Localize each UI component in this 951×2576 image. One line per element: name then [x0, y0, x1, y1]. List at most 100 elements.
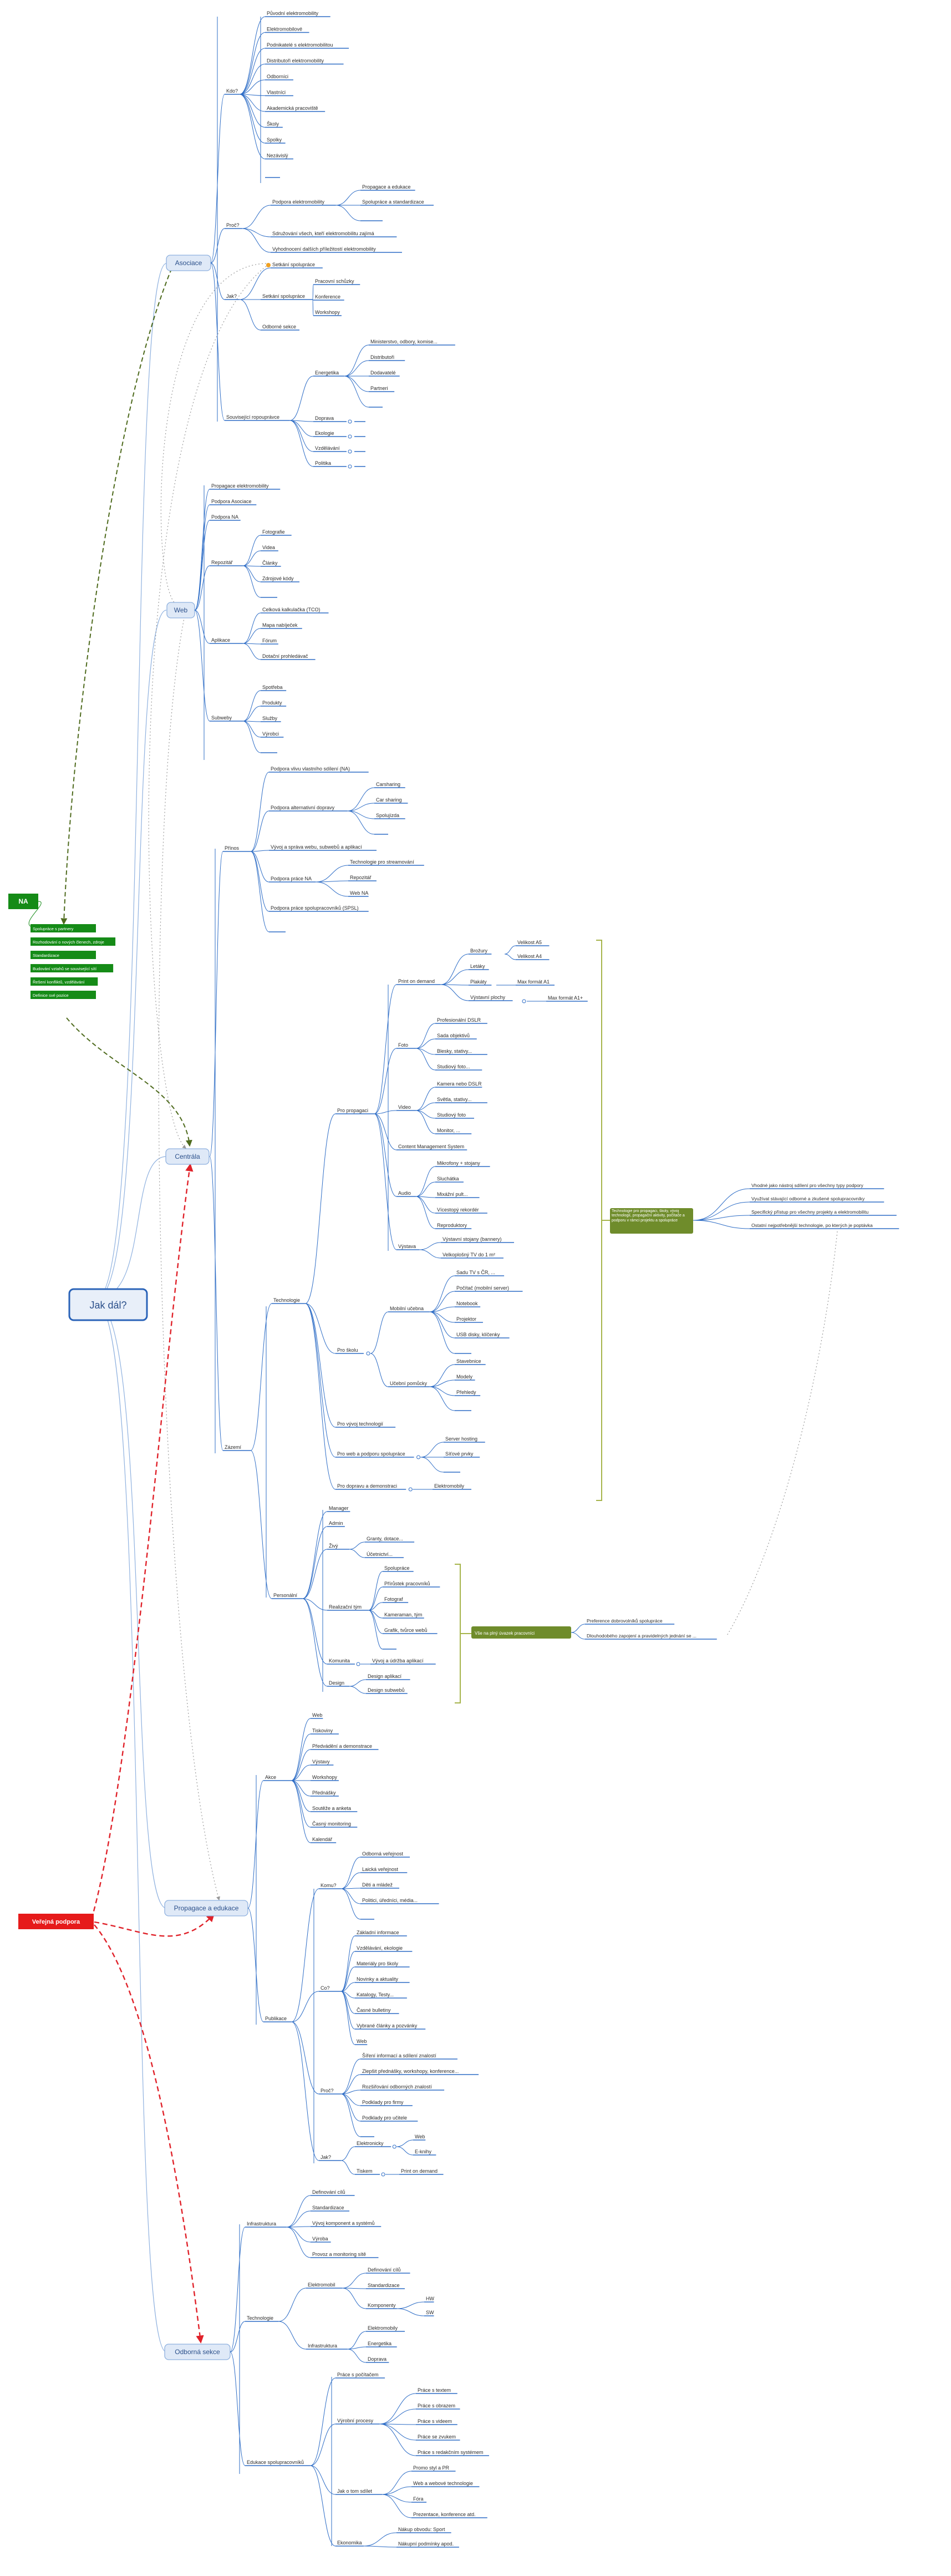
node-plakaty[interactable]: Plakáty: [470, 979, 487, 985]
node-admin[interactable]: Admin: [329, 1520, 343, 1526]
node-vybrane-clanky-a-pozvanky[interactable]: Vybrané články a pozvánky: [357, 2023, 418, 2029]
node-sluchatka[interactable]: Sluchátka: [437, 1176, 459, 1181]
hub-web[interactable]: Web: [166, 602, 195, 618]
node-setkani-spoluprace[interactable]: Setkání spolupráce: [272, 262, 315, 267]
node-nakupni-podminky-apod[interactable]: Nákupní podmínky apod.: [398, 2541, 454, 2547]
node-monitor[interactable]: Monitor, ...: [437, 1128, 460, 1133]
node-prednasky[interactable]: Přednášky: [312, 1790, 336, 1796]
node-produkty[interactable]: Produkty: [262, 700, 282, 706]
node-sdruzovani-vsech-kteri-elektromobilitu-z[interactable]: Sdružování všech, kteří elektromobilitu …: [272, 231, 374, 236]
node-content-management-system[interactable]: Content Management System: [398, 1144, 464, 1149]
node-design-aplikaci[interactable]: Design aplikací: [368, 1674, 402, 1679]
node-sada-objektivu[interactable]: Sada objektivů: [437, 1033, 470, 1038]
node-pro-web-a-podporu-spoluprace[interactable]: Pro web a podporu spolupráce: [337, 1451, 405, 1457]
node-zdrojove-kody[interactable]: Zdrojové kódy: [262, 576, 294, 581]
node-nezavisly[interactable]: Nezávislý: [267, 153, 288, 159]
node-doprava[interactable]: Doprava: [315, 415, 334, 421]
node-definovani-cilu[interactable]: Definování cílů: [312, 2189, 345, 2195]
node-elektromobil[interactable]: Elektromobil: [308, 2282, 335, 2288]
node-pro-vyvoj-technologii[interactable]: Pro vývoj technologií: [337, 1421, 384, 1427]
node-propagace-elektromobility[interactable]: Propagace elektromobility: [211, 483, 269, 489]
node-laicka-verejnost[interactable]: Laická veřejnost: [362, 1867, 399, 1872]
node-kameraman-tym[interactable]: Kameraman, tým: [384, 1612, 423, 1617]
collapse-toggle[interactable]: [348, 419, 352, 424]
node-spolky[interactable]: Spolky: [267, 137, 282, 143]
node-sitove-prvky[interactable]: Síťové prvky: [445, 1451, 474, 1457]
node-prehledy[interactable]: Přehledy: [456, 1390, 476, 1395]
node-novinky-a-aktuality[interactable]: Novinky a aktuality: [357, 1976, 399, 1982]
node-technologie[interactable]: Technologie: [273, 1297, 300, 1303]
node-podpora-elektromobility[interactable]: Podpora elektromobility: [272, 199, 325, 205]
node-politika[interactable]: Politika: [315, 460, 331, 466]
node-foto[interactable]: Foto: [398, 1042, 408, 1048]
node-rozsirovani-odbornych-znalosti[interactable]: Rozšiřování odborných znalostí: [362, 2084, 432, 2090]
node-elektromobily[interactable]: Elektromobily: [434, 1483, 465, 1489]
node-blesky-stativy[interactable]: Blesky, stativy...: [437, 1048, 472, 1054]
node-max-format-a1[interactable]: Max formát A1: [517, 979, 550, 985]
node-ostatni-nejpotrebnejsi-technologie-po-kt[interactable]: Ostatní nejpotřebnější technologie, po k…: [751, 1223, 873, 1228]
hub-propagace[interactable]: Propagace a edukace: [164, 1900, 248, 1916]
node-modely[interactable]: Modely: [456, 1374, 473, 1380]
node-deti-a-mladez[interactable]: Děti a mládež: [362, 1882, 393, 1888]
collapse-toggle[interactable]: [392, 2144, 396, 2149]
node-standardizace[interactable]: Standardizace: [368, 2283, 400, 2288]
node-web-a-webove-technologie[interactable]: Web a webové technologie: [413, 2481, 473, 2486]
node-pracovni-schuzky[interactable]: Pracovní schůzky: [315, 278, 354, 284]
node-ekologie[interactable]: Ekologie: [315, 430, 334, 436]
collapse-toggle[interactable]: [366, 1351, 370, 1356]
node-energetika[interactable]: Energetika: [368, 2341, 391, 2346]
node-podklady-pro-ucitele[interactable]: Podklady pro učitele: [362, 2115, 407, 2121]
node-vyrobci[interactable]: Výrobci: [262, 731, 279, 737]
node-podpora-alternativni-dopravy[interactable]: Podpora alternativní dopravy: [271, 805, 335, 810]
node-vyvoj-komponent-a-systemu[interactable]: Vývoj komponent a systémů: [312, 2220, 375, 2226]
node-svetla-stativy[interactable]: Světla, stativy...: [437, 1097, 471, 1102]
node-pro-skolu[interactable]: Pro školu: [337, 1347, 358, 1353]
node-print-on-demand[interactable]: Print on demand: [401, 2168, 438, 2174]
node-e-knihy[interactable]: E-knihy: [415, 2149, 432, 2154]
node-zakladni-informace[interactable]: Základní informace: [357, 1930, 399, 1935]
node-workshopy[interactable]: Workshopy: [315, 310, 340, 315]
node-prace-s-videem[interactable]: Práce s videem: [418, 2418, 452, 2424]
node-prirustek-pracovniku[interactable]: Přírůstek pracovníků: [384, 1581, 430, 1586]
node-jak-o-tom-sdilet[interactable]: Jak o tom sdílet: [337, 2488, 373, 2494]
collapse-toggle[interactable]: [408, 1487, 413, 1492]
node-vyuzivat-stavajici-odborne-a-zkusene-spo[interactable]: Využívat stávající odborné a zkušené spo…: [751, 1196, 865, 1201]
node-pocitac-mobilni-server[interactable]: Počítač (mobilní server): [456, 1285, 509, 1291]
node-vyvoj-a-udrzba-aplikaci[interactable]: Vývoj a údržba aplikací: [372, 1658, 424, 1664]
node-promo-styl-a-pr[interactable]: Promo styl a PR: [413, 2465, 450, 2471]
node-velikost-a5[interactable]: Velikost A5: [517, 940, 542, 945]
node-prace-se-zvukem[interactable]: Práce se zvukem: [418, 2434, 456, 2440]
node-spotreba[interactable]: Spotřeba: [262, 684, 283, 690]
node-distributori-elektromobility[interactable]: Distributoři elektromobility: [267, 58, 324, 64]
node-proc[interactable]: Proč?: [321, 2088, 334, 2093]
node-casne-bulletiny[interactable]: Časné bulletiny: [357, 2007, 391, 2013]
node-odborne-sekce[interactable]: Odborné sekce: [262, 324, 296, 329]
node-vzdelavani[interactable]: Vzdělávání: [315, 445, 340, 451]
node-grafik-tvurce-webu[interactable]: Grafik, tvůrce webů: [384, 1627, 428, 1633]
node-workshopy[interactable]: Workshopy: [312, 1774, 337, 1780]
root-node[interactable]: Jak dál?: [68, 1288, 148, 1321]
node-ucetnictvi[interactable]: Účetnictví...: [367, 1551, 393, 1557]
collapse-toggle[interactable]: [348, 434, 352, 439]
node-hw[interactable]: HW: [426, 2296, 434, 2301]
node-prinos[interactable]: Přínos: [225, 845, 240, 851]
node-souteze-a-anketa[interactable]: Soutěže a anketa: [312, 1806, 351, 1811]
node-zivy[interactable]: Živý: [329, 1543, 338, 1549]
node-aplikace[interactable]: Aplikace: [211, 637, 230, 643]
node-letaky[interactable]: Letáky: [470, 964, 485, 969]
hub-asociace[interactable]: Asociace: [166, 255, 211, 271]
collapse-toggle[interactable]: [348, 449, 352, 454]
node-zazemi[interactable]: Zázemí: [225, 1444, 242, 1450]
node-komunita[interactable]: Komunita: [329, 1658, 350, 1664]
node-spoluprace[interactable]: Spolupráce: [384, 1565, 410, 1571]
node-predvadeni-a-demonstrace[interactable]: Předvádění a demonstrace: [312, 1743, 372, 1749]
node-doprava[interactable]: Doprava: [368, 2356, 386, 2362]
node-komu[interactable]: Komu?: [321, 1883, 337, 1888]
node-mixazni-pult[interactable]: Mixážní pult...: [437, 1191, 468, 1197]
node-katalogy-testy[interactable]: Katalogy, Testy...: [357, 1992, 394, 1997]
node-dlouhodobeho-zapojeni-a-pravidelnych-jed[interactable]: Dlouhodobého zapojení a pravidelných jed…: [587, 1633, 696, 1639]
node-profesionalni-dslr[interactable]: Profesionální DSLR: [437, 1017, 481, 1023]
node-dodavatele[interactable]: Dodavatelé: [370, 370, 396, 376]
node-repozitar[interactable]: Repozitář: [350, 875, 372, 880]
node-kdo[interactable]: Kdo?: [226, 88, 238, 94]
